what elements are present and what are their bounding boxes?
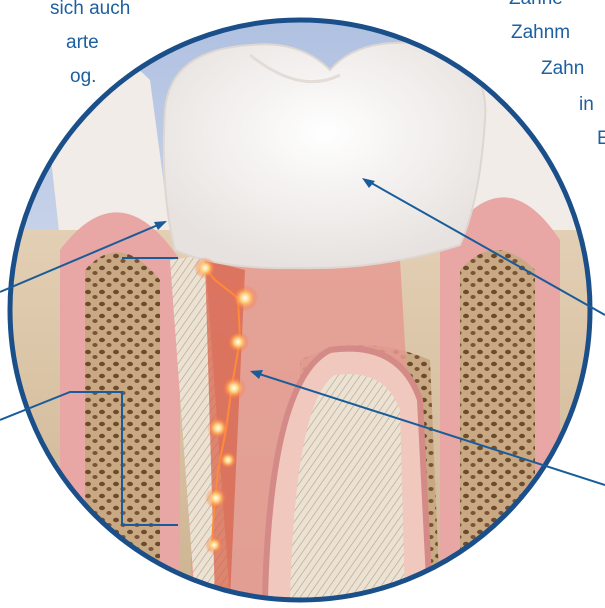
tooth-cross-section-illustration	[0, 0, 605, 608]
tooth-diagram	[0, 0, 605, 608]
